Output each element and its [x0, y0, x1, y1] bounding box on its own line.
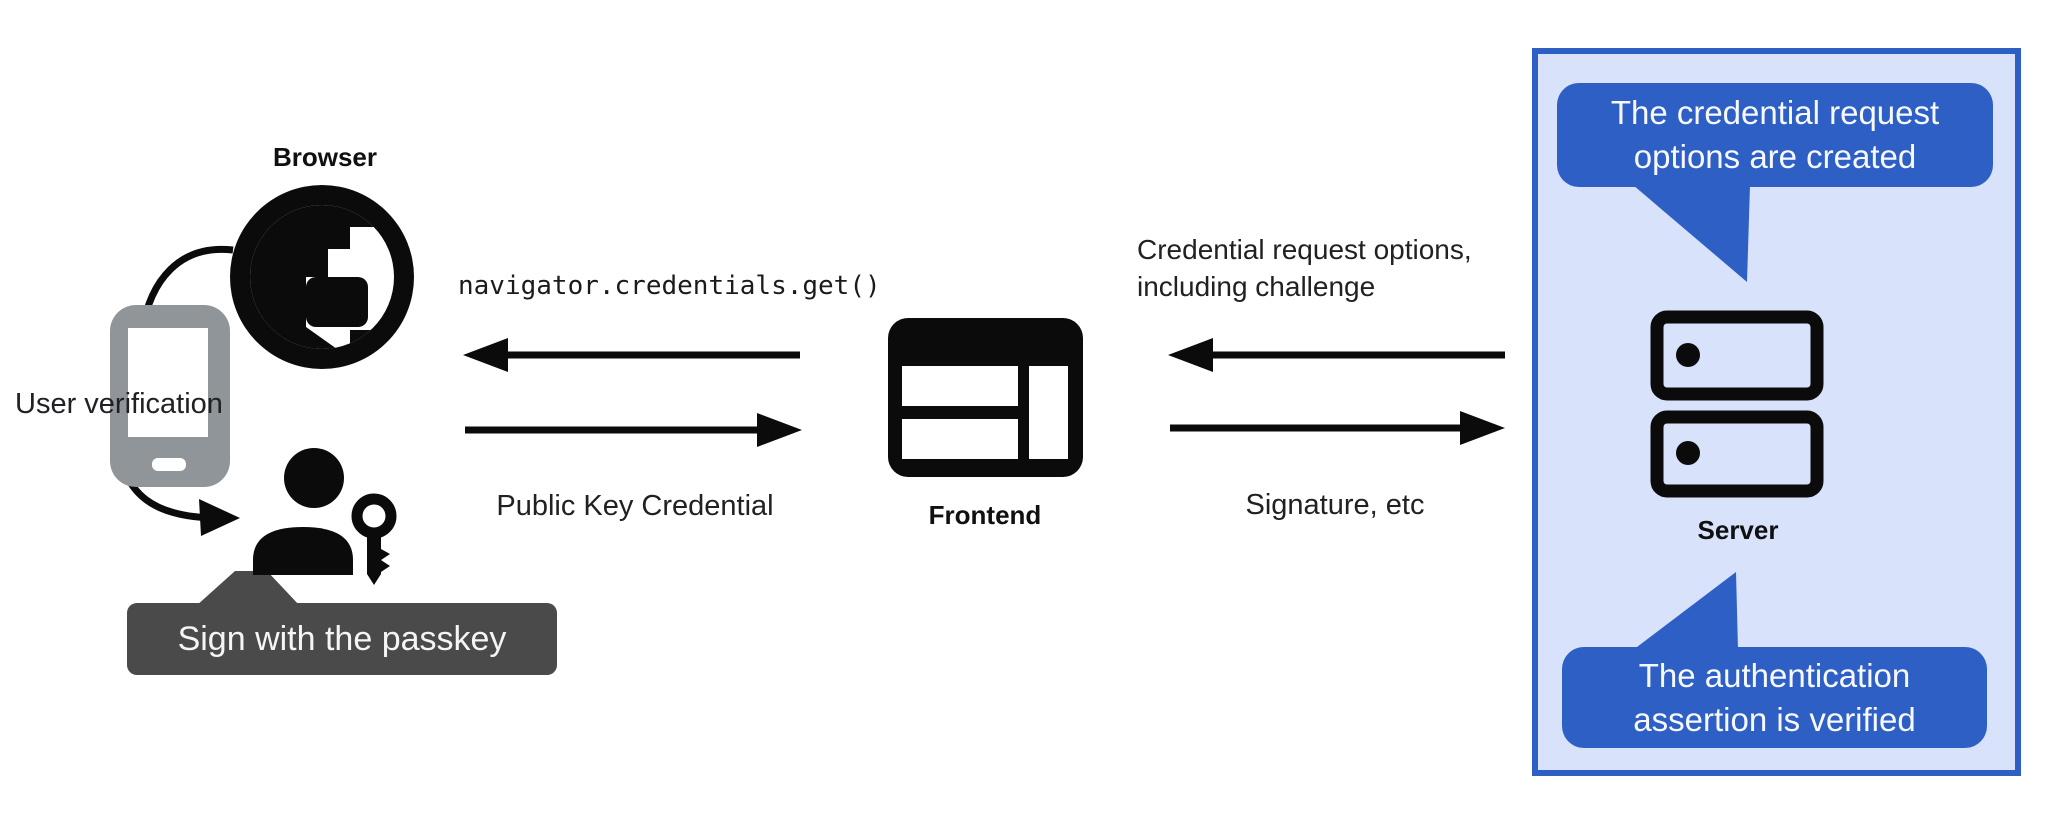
- request-bubble-tail: [1633, 185, 1750, 282]
- credential-request-options-label: Credential request options, including ch…: [1137, 234, 1472, 302]
- globe-icon: [230, 185, 414, 369]
- user-verification-label: User verification: [15, 388, 223, 420]
- browser-window-icon: [888, 318, 1083, 477]
- public-key-credential-label: Public Key Credential: [496, 490, 774, 522]
- verify-bubble-tail: [1633, 572, 1738, 650]
- arrow-server-to-frontend: [1168, 338, 1505, 372]
- assertion-verified-bubble: The authentication assertion is verified: [1562, 647, 1987, 748]
- arrow-frontend-to-browser: [463, 338, 800, 372]
- credential-request-created-bubble: The credential request options are creat…: [1557, 83, 1993, 187]
- sign-with-passkey-tooltip: Sign with the passkey: [127, 603, 557, 675]
- signature-etc-label: Signature, etc: [1245, 489, 1425, 521]
- navigator-credentials-get-label: navigator.credentials.get(): [458, 271, 881, 301]
- server-node-label: Server: [1697, 515, 1779, 545]
- frontend-node-label: Frontend: [928, 500, 1042, 530]
- person-icon: [253, 448, 353, 575]
- key-icon: [351, 493, 397, 585]
- arrow-frontend-to-server: [1170, 411, 1505, 445]
- tooltip-pointer: [196, 571, 300, 606]
- phone-icon: [110, 305, 230, 487]
- arrow-browser-to-frontend: [465, 413, 802, 447]
- browser-node-label: Browser: [272, 142, 378, 172]
- server-icon: [1650, 310, 1824, 498]
